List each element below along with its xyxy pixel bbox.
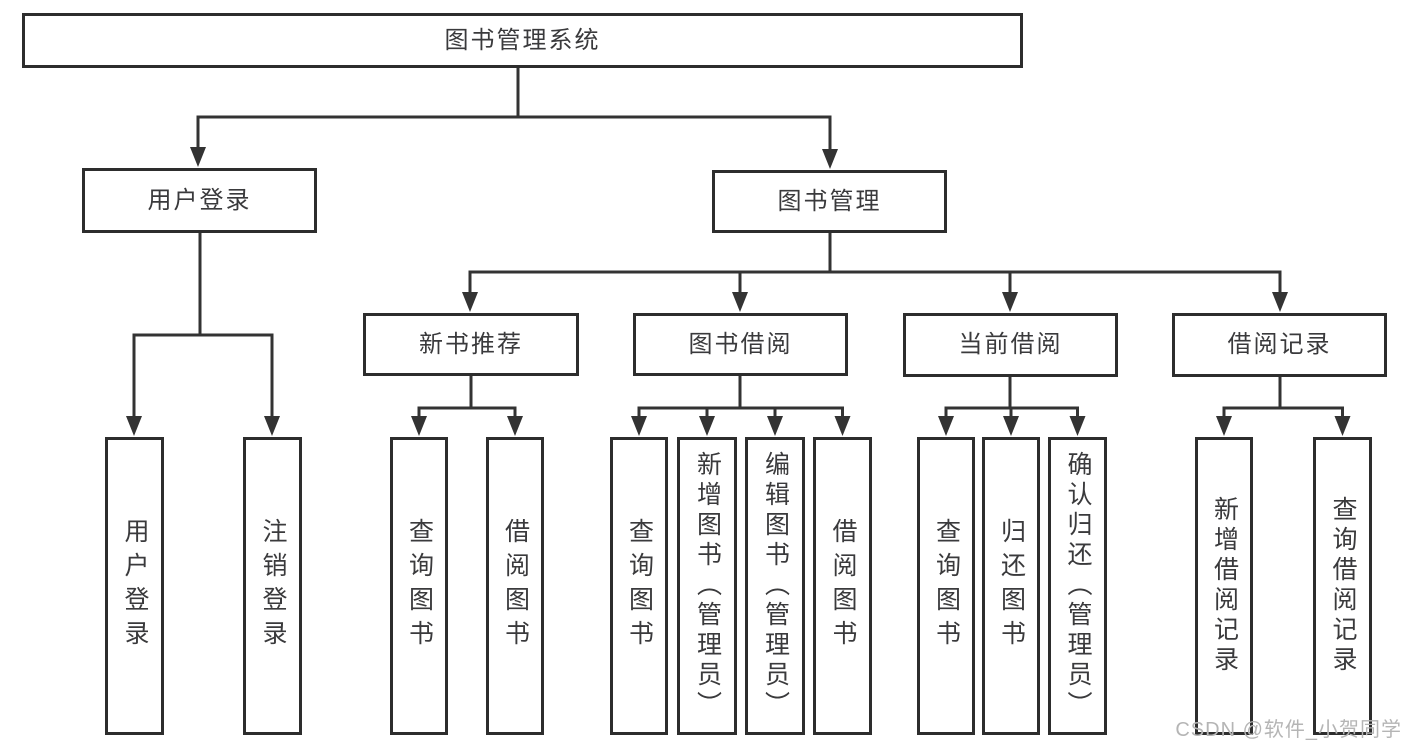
leaf-label: 查询借阅记录 [1329,496,1357,676]
leaf-label: 归还图书 [997,518,1026,654]
node-book-borrowing: 图书借阅 [633,313,848,376]
node-leaf-query-books-current: 查询图书 [917,437,975,735]
node-current-borrowing: 当前借阅 [903,313,1118,377]
leaf-label: 新增图书（管理员） [693,451,722,721]
node-leaf-edit-books-admin: 编辑图书（管理员） [745,437,805,735]
leaf-label: 查询图书 [932,518,961,654]
leaf-label: 确认归还（管理员） [1064,451,1092,721]
node-book-management: 图书管理 [712,170,947,233]
leaf-label: 借阅图书 [829,518,857,654]
node-leaf-query-books-newrec: 查询图书 [390,437,448,735]
csdn-watermark: CSDN @软件_小贺同学 [1175,719,1402,741]
node-leaf-return-books: 归还图书 [982,437,1040,735]
leaf-label: 用户登录 [121,518,149,654]
node-leaf-logout: 注销登录 [243,437,302,735]
leaf-label: 新增借阅记录 [1210,496,1239,676]
node-leaf-add-borrow-record: 新增借阅记录 [1195,437,1253,735]
node-new-book-recommend: 新书推荐 [363,313,579,376]
leaf-label: 注销登录 [259,518,287,654]
node-leaf-add-books-admin: 新增图书（管理员） [677,437,737,735]
node-library-system: 图书管理系统 [22,13,1023,68]
node-leaf-borrow-books-borrowing: 借阅图书 [813,437,872,735]
node-leaf-query-books-borrowing: 查询图书 [610,437,668,735]
leaf-label: 查询图书 [405,518,434,654]
node-leaf-user-login: 用户登录 [105,437,164,735]
node-borrowing-records: 借阅记录 [1172,313,1387,377]
node-leaf-query-borrow-record: 查询借阅记录 [1313,437,1372,735]
leaf-label: 编辑图书（管理员） [761,451,790,721]
leaf-label: 借阅图书 [501,518,530,654]
node-user-login: 用户登录 [82,168,317,233]
node-leaf-borrow-books-newrec: 借阅图书 [486,437,544,735]
leaf-label: 查询图书 [625,518,654,654]
node-leaf-confirm-return-admin: 确认归还（管理员） [1048,437,1107,735]
